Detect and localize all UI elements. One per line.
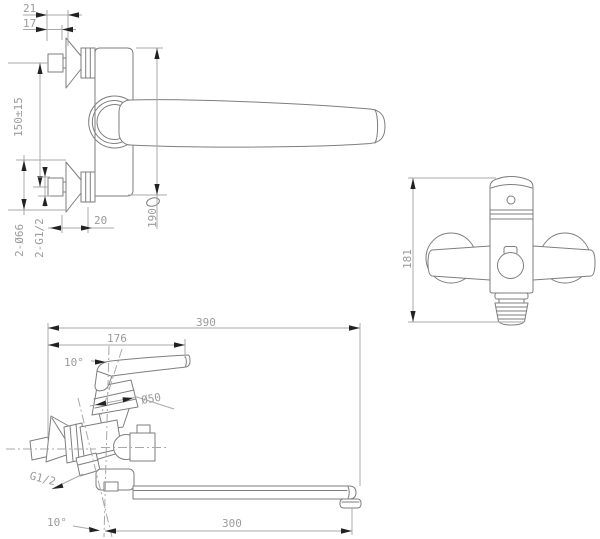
shower-outlet <box>494 292 529 326</box>
upper-inlet-connection <box>47 37 96 89</box>
dim-21-label: 21 <box>23 2 36 15</box>
diverter-knob <box>497 246 524 279</box>
dim-181-label: 181 <box>401 249 414 269</box>
plan-dim-body-dia: Ø50 <box>89 391 175 410</box>
dim-2g12-label: 2-G1/2 <box>33 218 46 258</box>
dim-150-label: 150±15 <box>12 97 25 137</box>
plan-dim-spout-length: 300 <box>105 508 353 535</box>
plan-valve-body <box>75 405 156 477</box>
dim-o50-label: Ø50 <box>140 391 162 407</box>
front-dim-inlet-spacing: 150±15 <box>8 62 48 188</box>
front-dim-21: 21 <box>23 2 82 46</box>
dim-300-label: 300 <box>222 517 242 530</box>
front-dim-height: 190 <box>128 47 167 229</box>
front-dim-offset: 20 <box>48 207 114 233</box>
plan-inlet-connection <box>29 415 86 464</box>
dim-10deg-upper-label: 10° <box>64 356 84 369</box>
plan-spout <box>95 468 362 509</box>
dim-17-label: 17 <box>23 17 36 30</box>
dim-390-label: 390 <box>196 316 216 329</box>
plan-view: 390 176 10° Ø50 G1/2 <box>6 316 362 538</box>
lower-inlet-connection <box>47 161 96 213</box>
plan-dim-total: 390 <box>47 316 361 486</box>
front-view: 21 17 150±15 2-Ø66 2-G1/2 <box>8 2 386 258</box>
side-dim-height: 181 <box>401 177 524 323</box>
aerator <box>339 498 362 509</box>
plan-dim-handle-angle: 10° <box>64 356 106 369</box>
dim-2o66-label: 2-Ø66 <box>13 224 26 257</box>
right-arm <box>532 245 596 281</box>
plan-dim-spout-angle: 10° <box>47 516 100 533</box>
front-dim-escutcheon: 2-Ø66 <box>8 155 66 257</box>
front-dim-inlet-thread: 2-G1/2 <box>33 167 50 258</box>
dim-20-label: 20 <box>94 214 107 227</box>
dim-10deg-lower-label: 10° <box>47 516 67 529</box>
plan-dim-outlet-thread: G1/2 <box>28 469 84 490</box>
set-screw <box>506 195 516 205</box>
plan-dim-handle-reach: 176 <box>48 332 186 358</box>
dim-190-label: 190 <box>146 208 159 228</box>
dim-g12-label: G1/2 <box>28 469 57 488</box>
side-view: 181 <box>401 176 596 326</box>
dim-176-label: 176 <box>107 332 127 345</box>
front-dim-17: 17 <box>23 17 76 33</box>
outlet-stub <box>146 197 160 207</box>
handle-dome <box>88 95 131 149</box>
left-arm <box>427 245 491 281</box>
handle-lever <box>118 99 386 148</box>
